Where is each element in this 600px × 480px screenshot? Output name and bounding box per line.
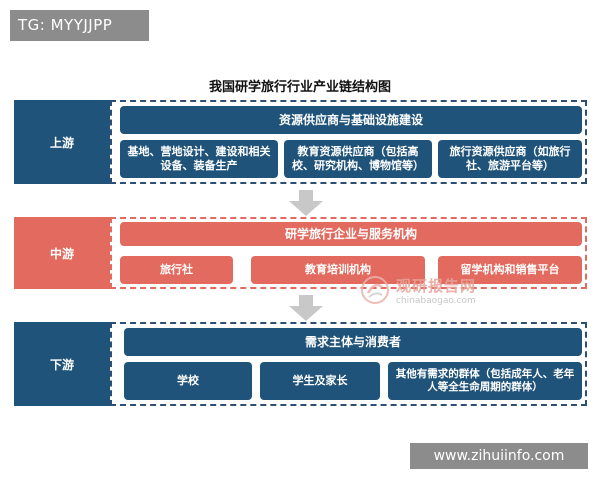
downstream-item-1: 学校 [124,362,252,400]
midstream-item-1: 旅行社 [120,256,233,284]
upstream-frame [110,100,587,184]
downstream-frame [110,322,587,406]
upstream-item-1: 基地、营地设计、建设和相关设备、装备生产 [120,140,278,178]
midstream-item-3: 留学机构和销售平台 [438,256,582,284]
down-arrow-2 [289,295,323,321]
chinabaogao-watermark: 观研报告网 chinabaogao.com [360,268,520,312]
down-arrow-1 [289,190,323,216]
midstream-frame [110,217,587,289]
downstream-header: 需求主体与消费者 [124,328,582,356]
midstream-item-2: 教育培训机构 [251,256,425,284]
watermark-logo-icon [361,276,389,304]
midstream-label: 中游 [14,217,110,289]
watermark-cn: 观研报告网 [396,276,477,295]
upstream-item-2: 教育资源供应商（包括高校、研究机构、博物馆等） [284,140,432,178]
watermark-en: chinabaogao.com [396,295,476,306]
diagram-title: 我国研学旅行行业产业链结构图 [208,80,391,95]
upstream-label: 上游 [14,100,110,184]
upstream-header: 资源供应商与基础设施建设 [120,106,582,134]
upstream-item-3: 旅行资源供应商（如旅行社、旅游平台等） [438,140,582,178]
downstream-label: 下游 [14,322,110,406]
footer-watermark: www.zihuiinfo.com [410,443,588,469]
downstream-item-2: 学生及家长 [260,362,380,400]
midstream-header: 研学旅行企业与服务机构 [120,222,582,246]
downstream-item-3: 其他有需求的群体（包括成年人、老年人等全生命周期的群体） [388,362,582,400]
tag-watermark: TG: MYYJJPP [10,10,149,41]
